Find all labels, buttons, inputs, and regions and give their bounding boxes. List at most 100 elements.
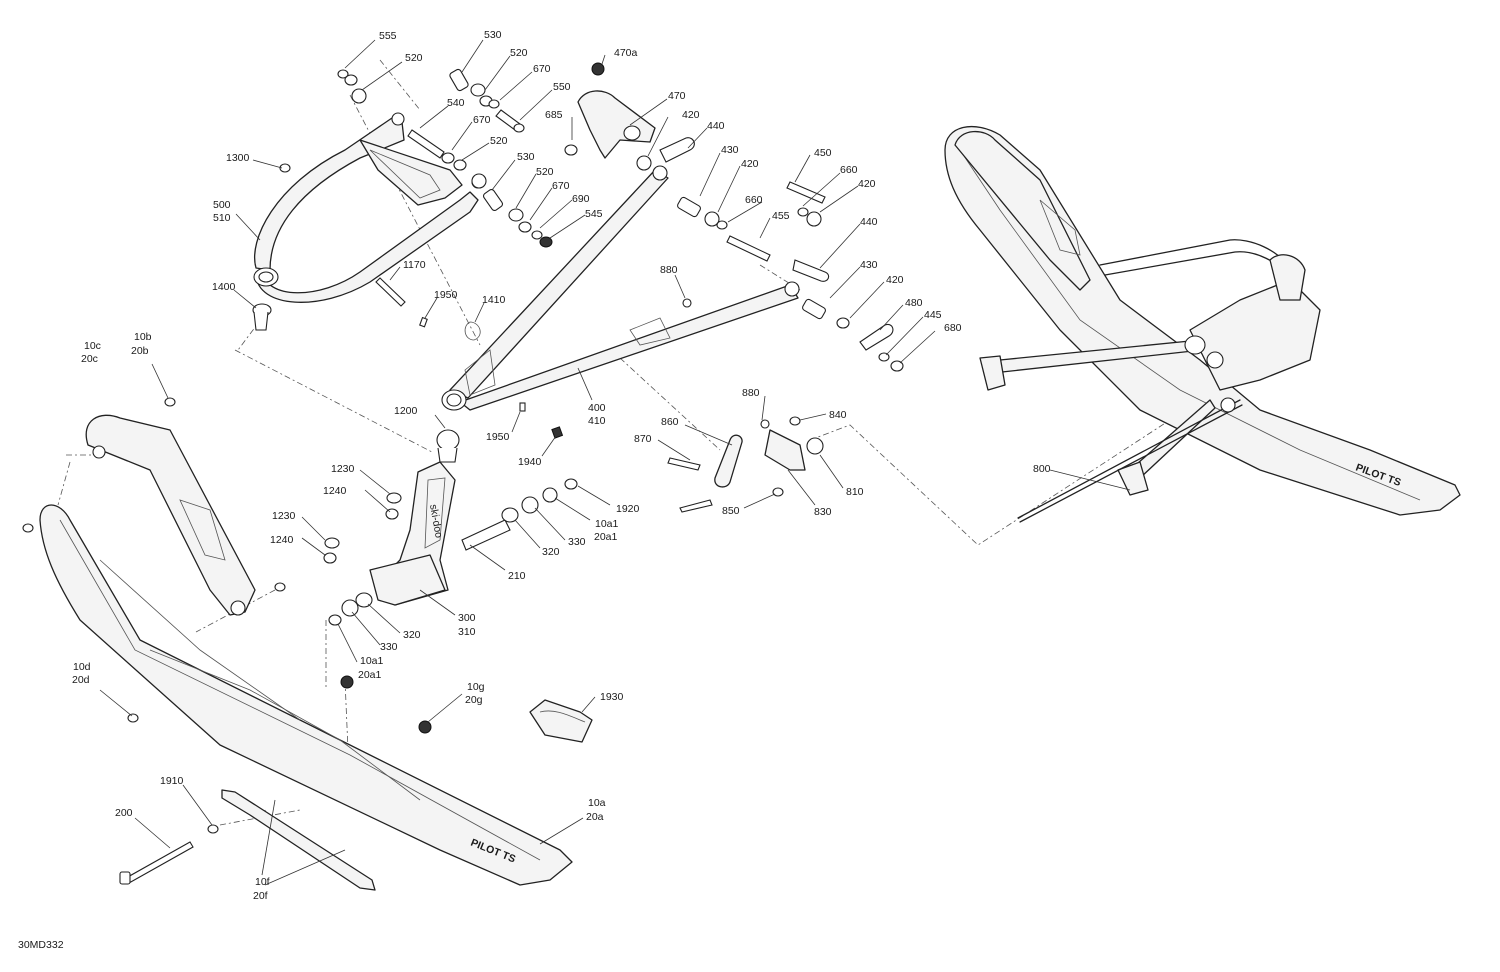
callout-10a1: 10a1 — [595, 518, 619, 530]
callout-555: 555 — [379, 30, 397, 42]
callout-420: 420 — [741, 158, 759, 170]
callout-1200: 1200 — [394, 405, 418, 417]
callout-labels: 555 520 530 520 470a 670 550 470 540 685… — [72, 29, 1051, 902]
callout-420: 420 — [682, 109, 700, 121]
callout-520: 520 — [405, 52, 423, 64]
callout-530: 530 — [517, 151, 535, 163]
callout-830: 830 — [814, 506, 832, 518]
callout-680: 680 — [944, 322, 962, 334]
sway-bar-link — [667, 416, 824, 513]
callout-1410: 1410 — [482, 294, 506, 306]
callout-410: 410 — [588, 415, 606, 427]
callout-850: 850 — [722, 505, 740, 517]
callout-20b: 20b — [131, 345, 149, 357]
callout-870: 870 — [634, 433, 652, 445]
callout-20a1: 20a1 — [594, 531, 618, 543]
lower-a-arm — [441, 165, 800, 411]
callout-1940: 1940 — [518, 456, 542, 468]
callout-660: 660 — [840, 164, 858, 176]
callout-20g: 20g — [465, 694, 483, 706]
callout-445: 445 — [924, 309, 942, 321]
callout-20c: 20c — [81, 353, 98, 365]
callout-440: 440 — [860, 216, 878, 228]
ski-loop-handle — [22, 397, 286, 723]
callout-1170: 1170 — [403, 259, 426, 271]
callout-430: 430 — [860, 259, 878, 271]
callout-20d: 20d — [72, 674, 90, 686]
callout-200: 200 — [115, 807, 133, 819]
upper-a-arm — [253, 112, 485, 303]
callout-480: 480 — [905, 297, 923, 309]
bracket-470 — [564, 62, 656, 159]
callout-10d: 10d — [73, 661, 91, 673]
callout-1950: 1950 — [434, 289, 458, 301]
wear-pad — [529, 699, 593, 743]
callout-10a1: 10a1 — [360, 655, 384, 667]
callout-420: 420 — [886, 274, 904, 286]
callout-670: 670 — [533, 63, 551, 75]
callout-1950: 1950 — [486, 431, 510, 443]
callout-840: 840 — [829, 409, 847, 421]
diagram-reference-id: 30MD332 — [18, 939, 64, 951]
callout-470: 470 — [668, 90, 686, 102]
callout-1300: 1300 — [226, 152, 250, 164]
callout-530: 530 — [484, 29, 502, 41]
callout-685: 685 — [545, 109, 563, 121]
callout-880: 880 — [742, 387, 760, 399]
callout-1240: 1240 — [323, 485, 347, 497]
upper-arm-hardware — [252, 68, 553, 331]
callout-1930: 1930 — [600, 691, 624, 703]
callout-810: 810 — [846, 486, 864, 498]
left-ski: PILOT TS — [39, 504, 573, 886]
callout-500: 500 — [213, 199, 231, 211]
callout-320: 320 — [403, 629, 421, 641]
callout-430: 430 — [721, 144, 739, 156]
callout-420: 420 — [858, 178, 876, 190]
callout-210: 210 — [508, 570, 526, 582]
callout-20a1: 20a1 — [358, 669, 382, 681]
spindle-brand-logo: ski-doo — [427, 503, 445, 539]
callout-330: 330 — [380, 641, 398, 653]
callout-10f: 10f — [255, 876, 270, 888]
callout-1230: 1230 — [331, 463, 355, 475]
callout-470a: 470a — [614, 47, 638, 59]
callout-545: 545 — [585, 208, 603, 220]
callout-510: 510 — [213, 212, 231, 224]
callout-320: 320 — [542, 546, 560, 558]
callout-400: 400 — [588, 402, 606, 414]
callout-880: 880 — [660, 264, 678, 276]
assembled-suspension-view: PILOT TS — [944, 125, 1461, 523]
callout-10c: 10c — [84, 340, 101, 352]
callout-10b: 10b — [134, 331, 152, 343]
callout-10a: 10a — [588, 797, 606, 809]
bolt-200 — [119, 824, 219, 885]
callout-10g: 10g — [467, 681, 485, 693]
callout-440: 440 — [707, 120, 725, 132]
callout-1240: 1240 — [270, 534, 294, 546]
carbide-runner — [221, 789, 376, 891]
callout-520: 520 — [510, 47, 528, 59]
callout-860: 860 — [661, 416, 679, 428]
callout-520: 520 — [536, 166, 554, 178]
callout-550: 550 — [553, 81, 571, 93]
callout-670: 670 — [552, 180, 570, 192]
leader-lines — [99, 39, 1131, 886]
callout-800: 800 — [1033, 463, 1051, 475]
callout-1400: 1400 — [212, 281, 236, 293]
spindle: ski-doo — [369, 429, 460, 606]
lower-arm-hardware — [375, 137, 904, 439]
callout-670: 670 — [473, 114, 491, 126]
callout-330: 330 — [568, 536, 586, 548]
callout-660: 660 — [745, 194, 763, 206]
callout-690: 690 — [572, 193, 590, 205]
spindle-hardware — [323, 478, 578, 734]
callout-450: 450 — [814, 147, 832, 159]
callout-1920: 1920 — [616, 503, 640, 515]
callout-1910: 1910 — [160, 775, 184, 787]
callout-300: 300 — [458, 612, 476, 624]
callout-310: 310 — [458, 626, 476, 638]
callout-520: 520 — [490, 135, 508, 147]
callout-455: 455 — [772, 210, 790, 222]
callout-20f: 20f — [253, 890, 268, 902]
